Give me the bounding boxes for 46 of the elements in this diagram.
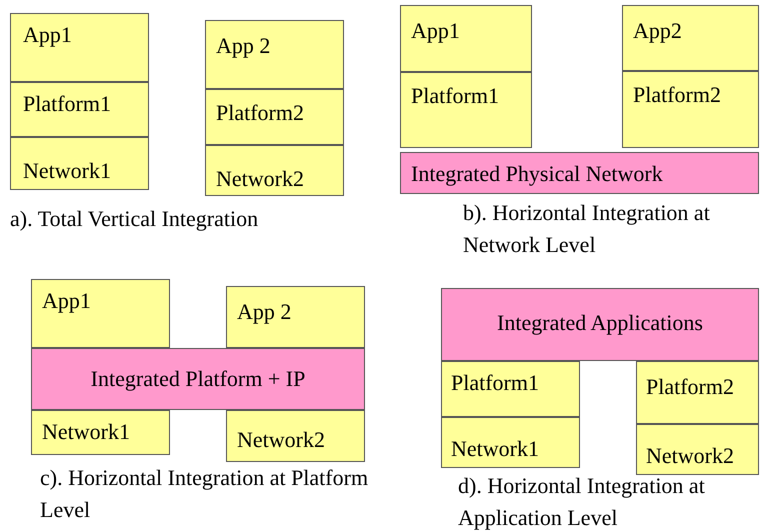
layer-box [10, 13, 149, 82]
layer-label: Platform2 [646, 374, 734, 400]
layer-label: Network2 [237, 427, 325, 453]
layer-label: Platform1 [411, 83, 499, 109]
layer-box [205, 145, 344, 196]
layer-label: App 2 [237, 299, 292, 325]
layer-box [622, 71, 759, 148]
caption: a). Total Vertical Integration [10, 205, 260, 233]
layer-box [636, 424, 759, 475]
layer-box [226, 410, 365, 462]
integration-band [441, 288, 759, 361]
layer-label: Network2 [216, 166, 304, 192]
layer-label: Integrated Physical Network [411, 161, 663, 187]
layer-box [10, 137, 149, 190]
caption: d). Horizontal Integration at Application Level [458, 472, 706, 532]
layer-box [10, 82, 149, 137]
layer-label: App1 [42, 288, 91, 314]
layer-box [31, 279, 170, 348]
layer-box [441, 361, 580, 417]
layer-box [205, 20, 344, 89]
layer-box [636, 361, 759, 424]
layer-label: Platform2 [633, 82, 721, 108]
layer-box [400, 72, 532, 148]
layer-label: Platform1 [23, 91, 111, 117]
caption: c). Horizontal Integration at Platform Level [40, 464, 370, 524]
layer-label: Integrated Platform + IP [90, 366, 306, 392]
layer-label: Integrated Applications [496, 310, 704, 336]
caption: b). Horizontal Integration at Network Level [463, 199, 711, 259]
layer-label: App2 [633, 18, 682, 44]
integration-band [400, 152, 759, 194]
layer-label: Network1 [42, 419, 130, 445]
layer-box [400, 5, 532, 72]
layer-label: Platform1 [451, 370, 539, 396]
layer-box [226, 286, 365, 348]
layer-box [31, 410, 170, 455]
layer-box [622, 5, 759, 71]
layer-label: App1 [23, 22, 72, 48]
layer-label: Network1 [23, 158, 111, 184]
layer-label: Platform2 [216, 100, 304, 126]
layer-box [205, 89, 344, 145]
layer-label: App 2 [216, 33, 270, 59]
layer-label: App1 [411, 18, 460, 44]
layer-label: Network2 [646, 443, 734, 469]
layer-box [441, 417, 580, 468]
integration-band [31, 348, 365, 410]
layer-label: Network1 [451, 436, 539, 462]
